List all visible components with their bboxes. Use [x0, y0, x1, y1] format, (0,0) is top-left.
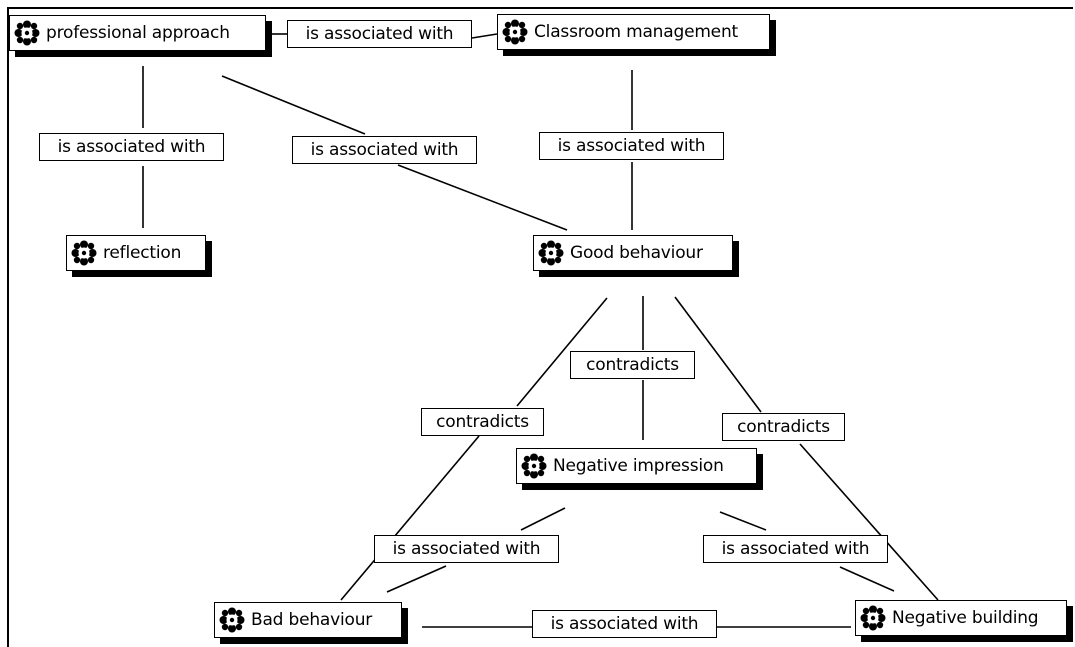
concept-node-icon — [502, 19, 528, 45]
node-label: Negative building — [892, 608, 1039, 628]
relation-good-impression[interactable]: contradicts — [570, 351, 695, 379]
relation-bad-building[interactable]: is associated with — [532, 610, 717, 638]
concept-node-icon — [860, 605, 886, 631]
edge-good-building-a — [674, 296, 762, 413]
edge-impression-building-a — [719, 511, 767, 531]
edge-professional-good-b — [397, 164, 568, 231]
edge-professional-good-a — [221, 75, 366, 135]
edge-impression-bad-a — [520, 507, 566, 531]
node-label: Good behaviour — [570, 243, 703, 263]
node-classroom-management[interactable]: Classroom management — [497, 14, 770, 50]
concept-node-icon — [521, 453, 547, 479]
relation-professional-reflection[interactable]: is associated with — [39, 133, 224, 161]
node-label: professional approach — [46, 23, 230, 43]
node-negative-building[interactable]: Negative building — [855, 600, 1067, 636]
relation-impression-bad[interactable]: is associated with — [374, 535, 559, 563]
relation-professional-classroom[interactable]: is associated with — [287, 20, 472, 48]
node-good-behaviour[interactable]: Good behaviour — [533, 235, 733, 271]
node-label: reflection — [103, 243, 182, 263]
relation-good-bad[interactable]: contradicts — [421, 408, 544, 436]
edge-impression-bad-b — [386, 565, 447, 593]
edge-professional-classroom-b — [471, 33, 498, 39]
node-negative-impression[interactable]: Negative impression — [516, 448, 757, 484]
node-bad-behaviour[interactable]: Bad behaviour — [214, 602, 402, 638]
node-label: Bad behaviour — [251, 610, 373, 630]
node-reflection[interactable]: reflection — [66, 235, 206, 271]
relation-professional-good[interactable]: is associated with — [292, 136, 477, 164]
edge-impression-building-b — [839, 566, 895, 592]
concept-node-icon — [71, 240, 97, 266]
canvas-frame — [7, 7, 1073, 647]
edge-good-building-b — [799, 443, 939, 601]
concept-node-icon — [14, 20, 40, 46]
edge-good-bad-a — [516, 297, 608, 407]
node-label: Classroom management — [534, 22, 738, 42]
node-label: Negative impression — [553, 456, 724, 476]
concept-node-icon — [538, 240, 564, 266]
concept-node-icon — [219, 607, 245, 633]
relation-impression-building[interactable]: is associated with — [703, 535, 888, 563]
node-professional-approach[interactable]: professional approach — [9, 15, 266, 51]
edge-good-bad-b — [340, 435, 480, 601]
relation-classroom-good[interactable]: is associated with — [539, 132, 724, 160]
relation-good-building[interactable]: contradicts — [722, 413, 845, 441]
